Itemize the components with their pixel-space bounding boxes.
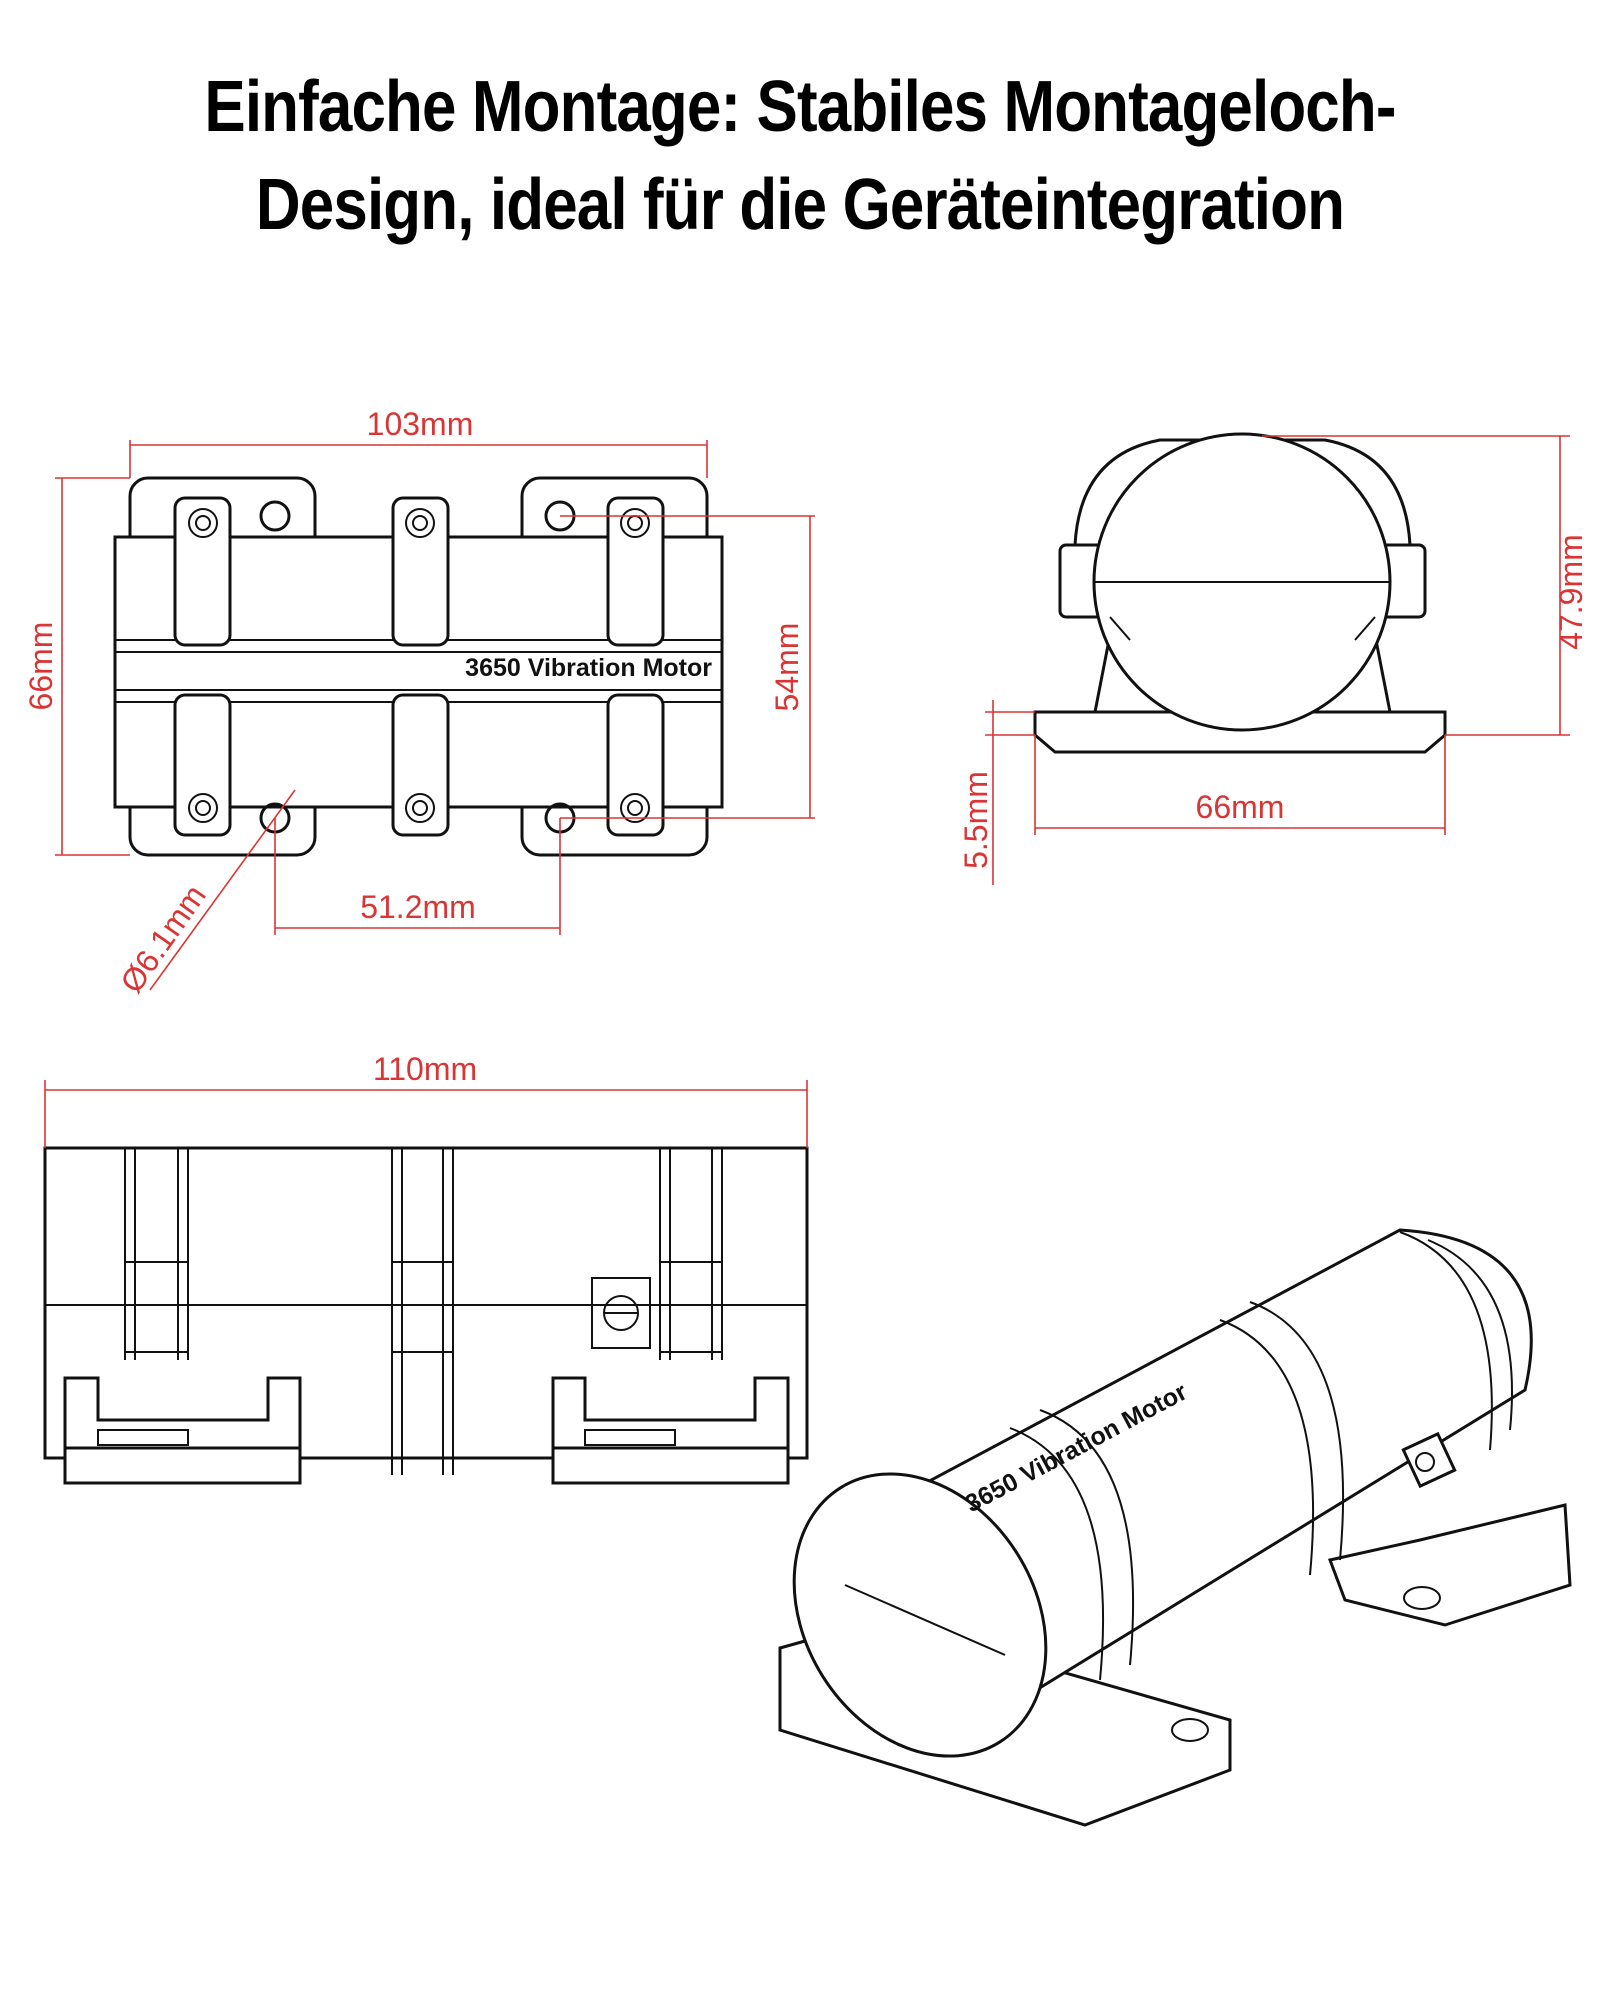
top-view-motor-label: 3650 Vibration Motor [465,654,712,682]
iso-front-cap [792,1472,1048,1758]
page-title: Einfache Montage: Stabiles Montageloch- … [146,58,1453,254]
mounting-hole [259,500,291,532]
end-view: 47.9mm 66mm 5.5mm [958,432,1589,885]
title-line-1: Einfache Montage: Stabiles Montageloch- [204,67,1396,147]
isometric-view: 3650 Vibration Motor [778,1228,1572,1827]
title-line-2: Design, ideal für die Geräteintegration [255,165,1345,245]
dim-side-length: 110mm [373,1051,477,1087]
dim-top-height: 66mm [23,622,59,711]
top-view: 3650 Vibration Motor 103mm 66mm 54mm 51.… [23,406,815,999]
iso-back-base [1327,1503,1572,1627]
dim-hole-spacing: 51.2mm [360,889,476,925]
dim-end-base: 66mm [1196,789,1285,825]
dim-top-width: 103mm [367,406,474,442]
dim-top-inner: 54mm [769,623,805,712]
side-view: 110mm [43,1051,809,1485]
dim-end-height: 47.9mm [1553,534,1589,650]
side-view-body [43,1146,809,1460]
dim-end-foot: 5.5mm [958,771,994,869]
iso-cylinder [872,1228,1533,1702]
dim-hole-diameter: Ø6.1mm [113,878,213,999]
